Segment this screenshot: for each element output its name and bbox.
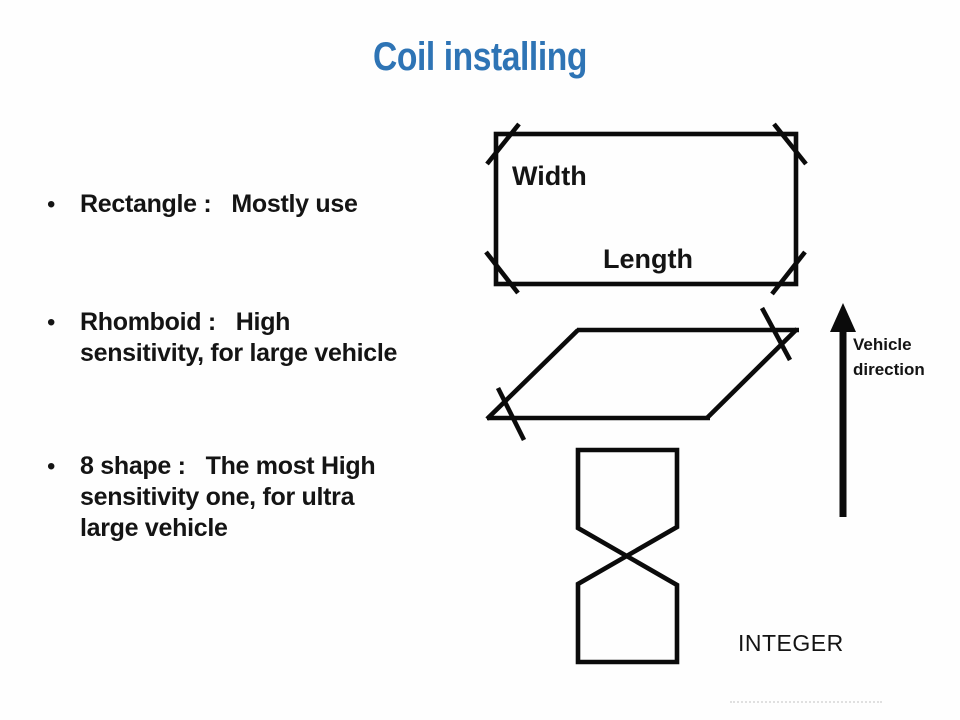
integer-label: INTEGER: [738, 630, 844, 656]
rhomboid-coil-diagram: [485, 306, 799, 442]
vehicle-direction-line: direction: [853, 360, 925, 379]
bullet-item-eight-shape: • 8 shape : The most High sensitivity on…: [42, 451, 472, 544]
width-label: Width: [512, 161, 587, 191]
faint-watermark: [730, 701, 882, 703]
bullet-text: 8 shape : The most High sensitivity one,…: [80, 451, 472, 544]
eight-shape-coil-diagram: [575, 447, 680, 665]
rectangle-coil-diagram: [484, 122, 808, 296]
bullet-line: 8 shape : The most High: [80, 452, 376, 480]
corner-tick-icon: [770, 250, 807, 296]
page-title: Coil installing: [373, 35, 587, 79]
bullet-text: Rhomboid : High sensitivity, for large v…: [80, 307, 472, 369]
bullet-line: Rhomboid : High: [80, 308, 291, 336]
bullet-line: sensitivity one, for ultra: [80, 483, 355, 511]
bullet-line: Rectangle : Mostly use: [80, 190, 358, 218]
corner-tick-icon: [484, 250, 520, 295]
bullet-dot: •: [47, 453, 56, 480]
vehicle-direction-line: Vehicle: [853, 335, 912, 354]
bullet-item-rhomboid: • Rhomboid : High sensitivity, for large…: [42, 307, 472, 369]
bullet-text: Rectangle : Mostly use: [80, 189, 472, 220]
bullet-line: sensitivity, for large vehicle: [80, 339, 398, 367]
bullet-dot: •: [47, 191, 56, 218]
length-label: Length: [603, 244, 693, 274]
corner-tick-icon: [485, 122, 521, 166]
up-arrow-icon: [830, 303, 856, 517]
vehicle-direction-label: Vehicle direction: [853, 332, 925, 382]
bullet-dot: •: [47, 309, 56, 336]
bullet-item-rectangle: • Rectangle : Mostly use: [42, 189, 472, 220]
corner-tick-icon: [772, 122, 808, 166]
corner-tick-icon: [495, 386, 527, 442]
corner-tick-icon: [759, 306, 793, 362]
bullet-line: large vehicle: [80, 514, 228, 542]
